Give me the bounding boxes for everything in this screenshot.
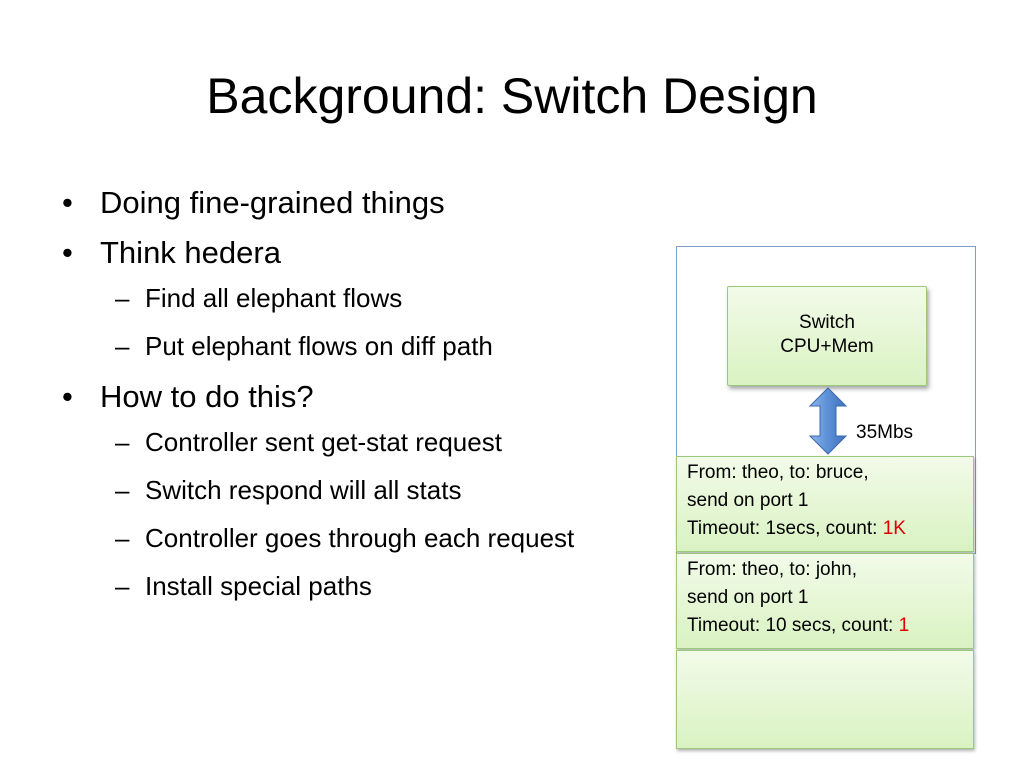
sub-bullet-marker: – [115, 427, 130, 457]
double-arrow-icon [808, 387, 848, 455]
bullet-text: Think hedera [100, 235, 281, 270]
sub-bullet-text: Controller goes through each request [145, 523, 575, 553]
sub-bullet-text: Switch respond will all stats [145, 475, 462, 505]
sub-bullet-marker: – [115, 571, 130, 601]
bullet-text: Doing fine-grained things [100, 185, 445, 220]
flow-entry-empty [676, 650, 974, 749]
sub-bullet-text: Install special paths [145, 571, 372, 601]
switch-label: Switch [799, 312, 855, 333]
bandwidth-label: 35Mbs [856, 422, 914, 443]
sub-bullet-text: Put elephant flows on diff path [145, 331, 493, 361]
sub-bullet-text: Find all elephant flows [145, 283, 403, 313]
flow-entry: From: theo, to: bruce, send on port 1 Ti… [676, 456, 974, 552]
flow-entry-endpoints: From: theo, to: bruce, [687, 462, 869, 483]
bullet-marker: • [62, 379, 73, 414]
flow-count: 1K [882, 518, 906, 539]
flow-entry-timeout: Timeout: 1secs, count: 1K [687, 515, 973, 543]
sub-bullet-item: – Find all elephant flows [62, 282, 652, 315]
sub-bullet-marker: – [115, 523, 130, 553]
bullet-marker: • [62, 235, 73, 270]
flow-entry-endpoints: From: theo, to: john, [687, 559, 858, 580]
cpu-mem-label: CPU+Mem [780, 336, 874, 357]
slide-title: Background: Switch Design [206, 68, 818, 124]
flow-entry-action: send on port 1 [687, 490, 809, 511]
sub-bullet-item: – Controller sent get-stat request [62, 426, 652, 459]
bullet-text: How to do this? [100, 379, 314, 414]
sub-bullet-text: Controller sent get-stat request [145, 427, 502, 457]
sub-bullet-item: – Install special paths [62, 570, 652, 603]
sub-bullet-marker: – [115, 475, 130, 505]
flow-entry: From: theo, to: john, send on port 1 Tim… [676, 553, 974, 649]
bullet-item: • How to do this? [62, 378, 652, 416]
bullet-item: • Think hedera [62, 234, 652, 272]
sub-bullet-item: – Switch respond will all stats [62, 474, 652, 507]
timeout-text: Timeout: 1secs, count: [687, 518, 883, 539]
flow-entry-action: send on port 1 [687, 587, 809, 608]
bullet-list: • Doing fine-grained things • Think hede… [62, 184, 652, 618]
flow-entry-timeout: Timeout: 10 secs, count: 1 [687, 612, 973, 640]
bullet-item: • Doing fine-grained things [62, 184, 652, 222]
sub-bullet-marker: – [115, 331, 130, 361]
sub-bullet-item: – Controller goes through each request [62, 522, 652, 555]
flow-count: 1 [898, 615, 910, 636]
switch-cpu-box: Switch CPU+Mem [727, 286, 927, 386]
sub-bullet-marker: – [115, 283, 130, 313]
timeout-text: Timeout: 10 secs, count: [687, 615, 899, 636]
bullet-marker: • [62, 185, 73, 220]
sub-bullet-item: – Put elephant flows on diff path [62, 330, 652, 363]
